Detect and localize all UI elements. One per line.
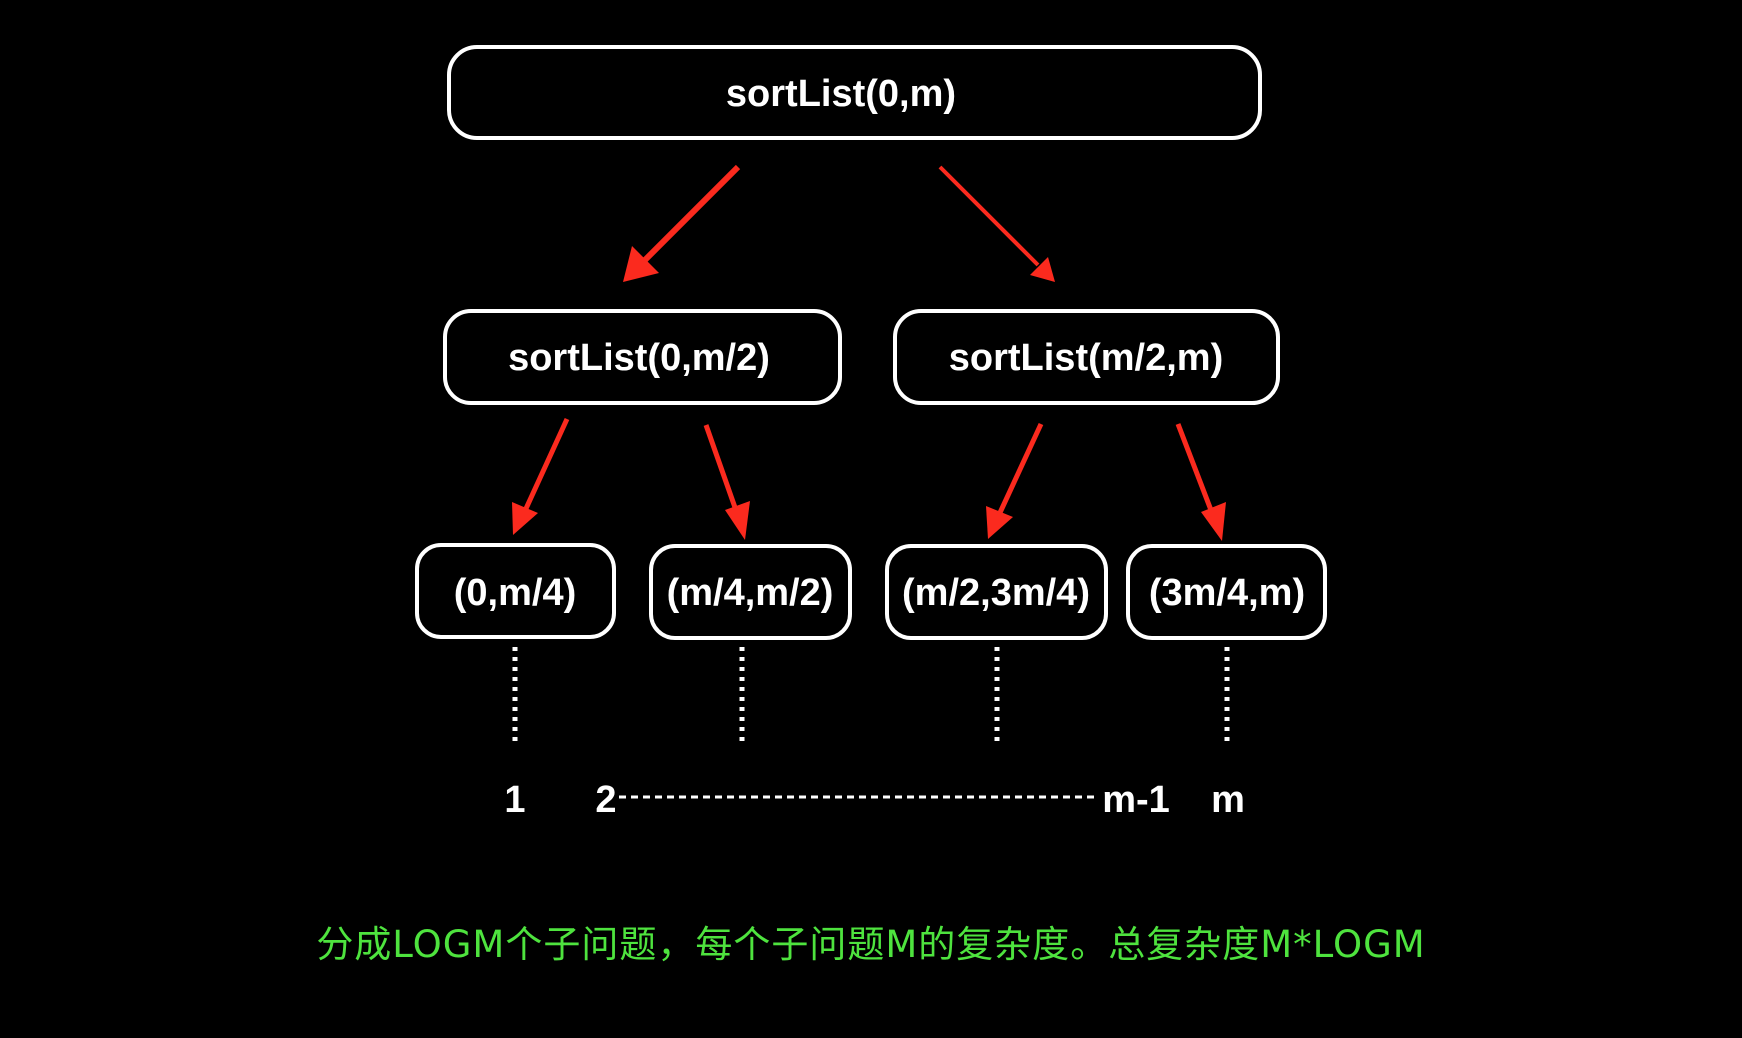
left-subtree-node: sortList(0,m/2): [443, 309, 842, 405]
leaf-node-2-label: (m/4,m/2): [667, 572, 834, 614]
leaf-node-4-label: (3m/4,m): [1149, 572, 1305, 614]
leaf-node-1: (0,m/4): [415, 543, 616, 639]
index-second: 2: [595, 779, 616, 821]
edge-root-to-left: [623, 164, 741, 282]
leaf-node-4: (3m/4,m): [1126, 544, 1327, 640]
right-subtree-node: sortList(m/2,m): [893, 309, 1280, 405]
edge-left-to-leaf-2: [703, 424, 750, 540]
index-last: m: [1211, 779, 1245, 821]
edge-left-to-leaf-1: [512, 417, 570, 535]
leaf-node-3-label: (m/2,3m/4): [902, 572, 1090, 614]
leaf-node-1-label: (0,m/4): [454, 572, 576, 614]
index-first: 1: [504, 779, 525, 821]
leaf-node-2: (m/4,m/2): [649, 544, 852, 640]
root-node-label: sortList(0,m): [726, 73, 956, 115]
edge-root-to-right: [938, 165, 1055, 282]
root-node: sortList(0,m): [447, 45, 1262, 140]
edge-right-to-leaf-4: [1175, 423, 1226, 541]
left-subtree-label: sortList(0,m/2): [508, 337, 770, 379]
edge-right-to-leaf-3: [986, 422, 1044, 539]
right-subtree-label: sortList(m/2,m): [949, 337, 1223, 379]
leaf-node-3: (m/2,3m/4): [885, 544, 1108, 640]
complexity-caption: 分成LOGM个子问题，每个子问题M的复杂度。总复杂度M*LOGM: [316, 923, 1426, 966]
index-second-last: m-1: [1102, 779, 1170, 821]
